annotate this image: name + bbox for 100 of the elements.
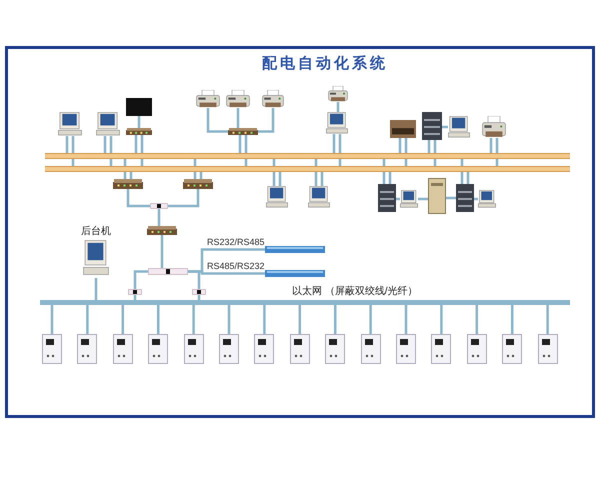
connector-line xyxy=(396,198,400,200)
protection-relay-drawing xyxy=(502,334,522,364)
protection-relay-drawing xyxy=(466,334,487,364)
network-switch-drawing xyxy=(147,226,177,235)
connector-line xyxy=(86,305,89,334)
connector-line xyxy=(198,295,200,300)
connector-line xyxy=(238,135,242,153)
printer-drawing xyxy=(196,90,220,108)
connector-line xyxy=(140,135,144,166)
connector-line xyxy=(320,172,324,186)
connector-line xyxy=(192,305,195,334)
edge-label: RS485/RS232 xyxy=(206,261,266,271)
connector-line xyxy=(244,135,248,166)
protection-relay-drawing xyxy=(184,334,204,364)
connector-line xyxy=(466,172,470,184)
converter-drawing xyxy=(192,289,206,295)
connector-line xyxy=(546,305,549,334)
connector-line xyxy=(122,305,124,334)
converter-drawing xyxy=(148,268,188,275)
computer-drawing xyxy=(96,112,120,136)
connector-line xyxy=(206,108,228,133)
network-bus xyxy=(40,300,570,305)
connector-line xyxy=(442,126,448,128)
display-screen-drawing xyxy=(126,98,152,116)
connector-line xyxy=(474,198,478,200)
connector-line xyxy=(398,138,402,153)
connector-line xyxy=(134,295,136,300)
connector-line xyxy=(418,198,428,200)
connector-line xyxy=(332,134,336,153)
protection-relay-drawing xyxy=(219,334,239,364)
connector-line xyxy=(138,116,140,128)
connector-line xyxy=(476,305,478,334)
connector-line xyxy=(66,136,68,153)
connector-line xyxy=(338,134,342,166)
connector-line xyxy=(298,305,302,334)
protection-relay-drawing xyxy=(360,334,381,364)
connector-line xyxy=(72,136,74,166)
server-cabinet-drawing xyxy=(456,184,474,212)
connector-line xyxy=(388,172,392,184)
protection-relay-drawing xyxy=(325,334,346,364)
connector-line xyxy=(168,189,200,208)
connector-line xyxy=(228,305,230,334)
recorder-drawing xyxy=(390,120,416,138)
server-tower-drawing xyxy=(428,178,446,214)
connector-line xyxy=(434,140,436,166)
connector-line xyxy=(382,159,386,184)
network-switch-drawing xyxy=(183,179,213,189)
printer-drawing xyxy=(328,86,348,102)
computer-drawing xyxy=(326,112,348,134)
connector-line xyxy=(104,136,106,153)
connector-line xyxy=(440,305,443,334)
connector-line xyxy=(188,270,200,289)
connector-line xyxy=(124,159,126,179)
connector-line xyxy=(369,305,372,334)
connector-line xyxy=(130,172,132,179)
connector-line xyxy=(428,140,430,153)
protection-relay-drawing xyxy=(42,334,62,364)
connector-line xyxy=(50,305,54,334)
connector-line xyxy=(404,138,408,166)
network-switch-drawing xyxy=(228,128,258,135)
server-cabinet-drawing xyxy=(378,184,396,212)
connector-line xyxy=(160,235,164,268)
converter-drawing xyxy=(128,289,142,295)
connector-line xyxy=(490,138,492,153)
printer-drawing xyxy=(482,116,506,138)
network-switch-drawing xyxy=(126,128,152,135)
protection-relay-drawing xyxy=(290,334,310,364)
serial-device-drawing xyxy=(265,246,325,253)
protection-relay-drawing xyxy=(538,334,558,364)
connector-line xyxy=(110,136,112,166)
computer-drawing xyxy=(478,190,496,208)
protection-relay-drawing xyxy=(431,334,452,364)
computer-drawing xyxy=(266,186,288,208)
connector-line xyxy=(278,172,282,186)
connector-line xyxy=(336,102,340,112)
connector-line xyxy=(156,305,160,334)
bus-bar xyxy=(45,153,570,159)
connector-line xyxy=(334,305,336,334)
protection-relay-drawing xyxy=(148,334,168,364)
computer-drawing xyxy=(58,112,82,136)
connector-line xyxy=(200,172,202,179)
converter-drawing xyxy=(150,203,168,209)
serial-device-drawing xyxy=(265,270,325,277)
connector-line xyxy=(194,159,196,179)
connector-line xyxy=(134,270,148,289)
computer-drawing xyxy=(400,190,418,208)
connector-line xyxy=(404,305,408,334)
connector-line xyxy=(134,135,138,153)
connector-line xyxy=(460,159,464,184)
connector-line xyxy=(258,108,274,133)
diagram-title: 配电自动化系统 xyxy=(262,53,388,74)
connector-line xyxy=(446,196,456,200)
connector-line xyxy=(236,108,240,128)
protection-relay-drawing xyxy=(77,334,98,364)
connector-line xyxy=(126,189,150,208)
protection-relay-drawing xyxy=(396,334,416,364)
connector-line xyxy=(263,305,266,334)
protection-relay-drawing xyxy=(112,334,133,364)
printer-drawing xyxy=(262,90,284,108)
bus-bar xyxy=(45,166,570,172)
